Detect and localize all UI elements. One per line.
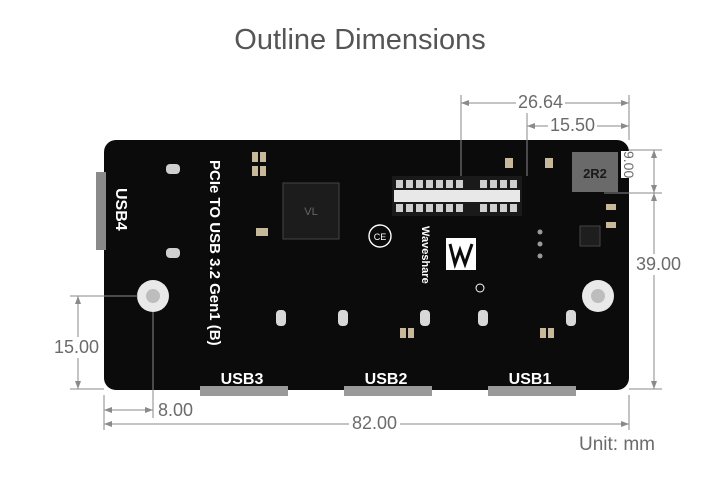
usb1-connector <box>488 386 576 396</box>
dim-right-height: 39.00 <box>634 254 684 275</box>
controller-chip <box>282 182 340 240</box>
unit-label: Unit: mm <box>579 434 655 455</box>
usb3-connector <box>200 386 288 396</box>
usb2-label: USB2 <box>365 371 408 388</box>
dimension-arrows <box>75 100 657 427</box>
usb4-connector <box>96 172 106 250</box>
svg-text:VL: VL <box>304 206 317 218</box>
usb1-label: USB1 <box>509 371 552 388</box>
dim-right-small: 9.00 <box>621 151 637 179</box>
product-name-label: PCIe TO USB 3.2 Gen1 (B) <box>206 160 223 346</box>
usb3-label: USB3 <box>221 371 264 388</box>
dim-top-long: 26.64 <box>516 92 566 113</box>
dim-bottom-hole: 8.00 <box>158 400 194 420</box>
svg-text:CE: CE <box>374 232 387 242</box>
page-title: Outline Dimensions <box>234 24 486 56</box>
inductor <box>572 152 618 192</box>
inductor-label: 2R2 <box>583 166 607 181</box>
usb2-connector <box>344 386 432 396</box>
waveshare-logo <box>446 238 485 293</box>
dim-left-hole: 15.00 <box>52 337 102 358</box>
brand-label: Waveshare <box>419 226 431 284</box>
usb4-label: USB4 <box>112 188 129 231</box>
dim-top-short: 15.50 <box>548 115 598 136</box>
pcb-board <box>104 140 629 390</box>
dim-total-width: 82.00 <box>349 413 401 434</box>
